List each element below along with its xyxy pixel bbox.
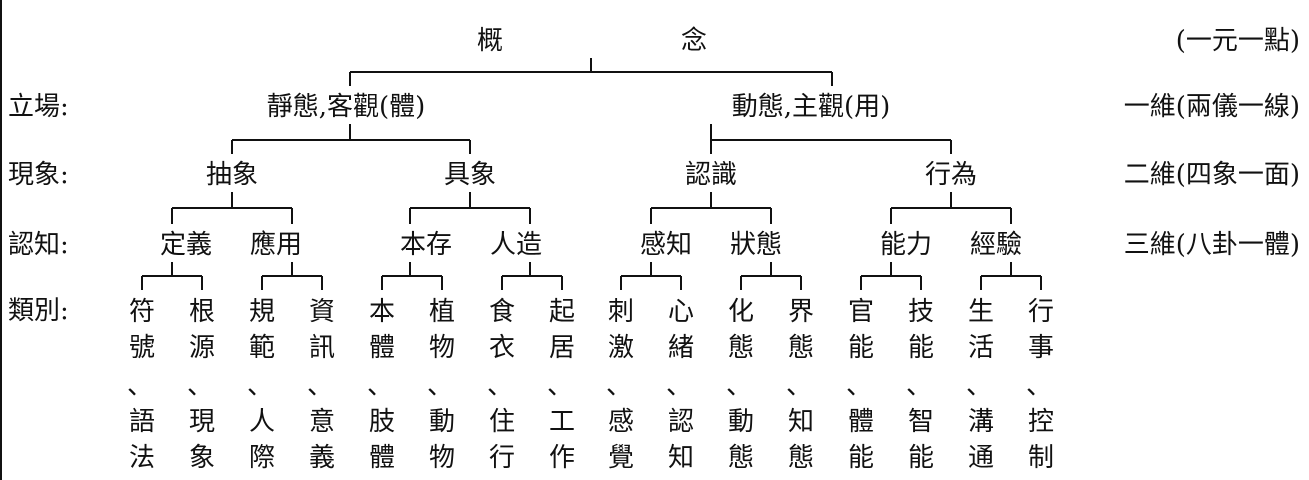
leaf-top-term: 行事 (1027, 297, 1054, 363)
row-label-leibie: 類別: (8, 296, 69, 326)
leaf-column: 心緒、認知 (664, 294, 698, 476)
leaf-separator: 、 (127, 371, 154, 401)
leaf-bottom-term: 人際 (248, 407, 275, 473)
leaf-column: 食衣、住行 (485, 294, 519, 476)
node-dynamic-subjective: 動態,主觀(用) (731, 92, 891, 122)
leaf-separator: 、 (187, 371, 214, 401)
node-behavior: 行為 (924, 160, 978, 190)
node-recognition: 認識 (684, 160, 738, 190)
node-artificial: 人造 (489, 230, 543, 260)
leaf-top-term: 生活 (967, 297, 994, 363)
root-char-right: 念 (680, 26, 708, 56)
leaf-top-term: 本體 (368, 297, 395, 363)
row-note-lichang: 一維(兩儀一線) (1123, 92, 1300, 122)
leaf-bottom-term: 動態 (727, 407, 754, 473)
leaf-bottom-term: 肢體 (368, 407, 395, 473)
row-label-renzhi: 認知: (8, 230, 69, 260)
leaf-separator: 、 (247, 371, 274, 401)
leaf-separator: 、 (1026, 371, 1053, 401)
leaf-top-term: 食衣 (488, 297, 515, 363)
leaf-column: 刺激、感覺 (604, 294, 638, 476)
node-static-objective: 靜態,客觀(體) (266, 92, 426, 122)
row-note-renzhi: 三維(八卦一體) (1123, 230, 1300, 260)
leaf-bottom-term: 工作 (548, 407, 575, 473)
leaf-bottom-term: 智能 (907, 407, 934, 473)
leaf-top-term: 符號 (128, 297, 155, 363)
leaf-separator: 、 (846, 371, 873, 401)
leaf-column: 資訊、意義 (305, 294, 339, 476)
leaf-bottom-term: 語法 (128, 407, 155, 473)
leaf-column: 符號、語法 (125, 294, 159, 476)
leaf-bottom-term: 體能 (847, 407, 874, 473)
row-label-xianxiang: 現象: (8, 160, 69, 190)
leaf-bottom-term: 溝通 (967, 407, 994, 473)
leaf-column: 行事、控制 (1024, 294, 1058, 476)
node-definition: 定義 (159, 230, 213, 260)
leaf-column: 本體、肢體 (365, 294, 399, 476)
left-border (0, 0, 2, 480)
leaf-top-term: 技能 (907, 297, 934, 363)
leaf-bottom-term: 住行 (488, 407, 515, 473)
leaf-column: 技能、智能 (904, 294, 938, 476)
row-note-xianxiang: 二維(四象一面) (1123, 160, 1300, 190)
leaf-separator: 、 (367, 371, 394, 401)
row-label-lichang: 立場: (8, 92, 69, 122)
leaf-separator: 、 (487, 371, 514, 401)
leaf-column: 官能、體能 (844, 294, 878, 476)
leaf-top-term: 化態 (727, 297, 754, 363)
leaf-bottom-term: 控制 (1027, 407, 1054, 473)
leaf-bottom-term: 動物 (428, 407, 455, 473)
leaf-top-term: 界態 (787, 297, 814, 363)
leaf-column: 植物、動物 (425, 294, 459, 476)
leaf-column: 根源、現象 (185, 294, 219, 476)
leaf-top-term: 起居 (548, 297, 575, 363)
leaf-column: 化態、動態 (724, 294, 758, 476)
node-existence: 本存 (399, 230, 453, 260)
leaf-bottom-term: 現象 (188, 407, 215, 473)
leaf-separator: 、 (966, 371, 993, 401)
leaf-separator: 、 (547, 371, 574, 401)
node-abstract: 抽象 (205, 160, 259, 190)
node-perception: 感知 (639, 230, 693, 260)
leaf-separator: 、 (906, 371, 933, 401)
node-state: 狀態 (729, 230, 783, 260)
leaf-bottom-term: 知態 (787, 407, 814, 473)
root-char-left: 概 (476, 26, 504, 56)
leaf-top-term: 規範 (248, 297, 275, 363)
leaf-separator: 、 (726, 371, 753, 401)
leaf-top-term: 根源 (188, 297, 215, 363)
leaf-top-term: 官能 (847, 297, 874, 363)
leaf-separator: 、 (666, 371, 693, 401)
node-ability: 能力 (879, 230, 933, 260)
leaf-separator: 、 (307, 371, 334, 401)
leaf-separator: 、 (786, 371, 813, 401)
leaf-separator: 、 (427, 371, 454, 401)
leaf-column: 起居、工作 (545, 294, 579, 476)
leaf-bottom-term: 意義 (308, 407, 335, 473)
node-concrete: 具象 (443, 160, 497, 190)
root-note: (一元一點) (1175, 26, 1300, 56)
leaf-bottom-term: 認知 (667, 407, 694, 473)
leaf-top-term: 資訊 (308, 297, 335, 363)
leaf-bottom-term: 感覺 (607, 407, 634, 473)
leaf-column: 規範、人際 (245, 294, 279, 476)
node-experience: 經驗 (969, 230, 1023, 260)
leaf-column: 界態、知態 (784, 294, 818, 476)
leaf-top-term: 植物 (428, 297, 455, 363)
leaf-top-term: 心緒 (667, 297, 694, 363)
leaf-column: 生活、溝通 (964, 294, 998, 476)
leaf-top-term: 刺激 (607, 297, 634, 363)
leaf-separator: 、 (606, 371, 633, 401)
node-application: 應用 (249, 230, 303, 260)
